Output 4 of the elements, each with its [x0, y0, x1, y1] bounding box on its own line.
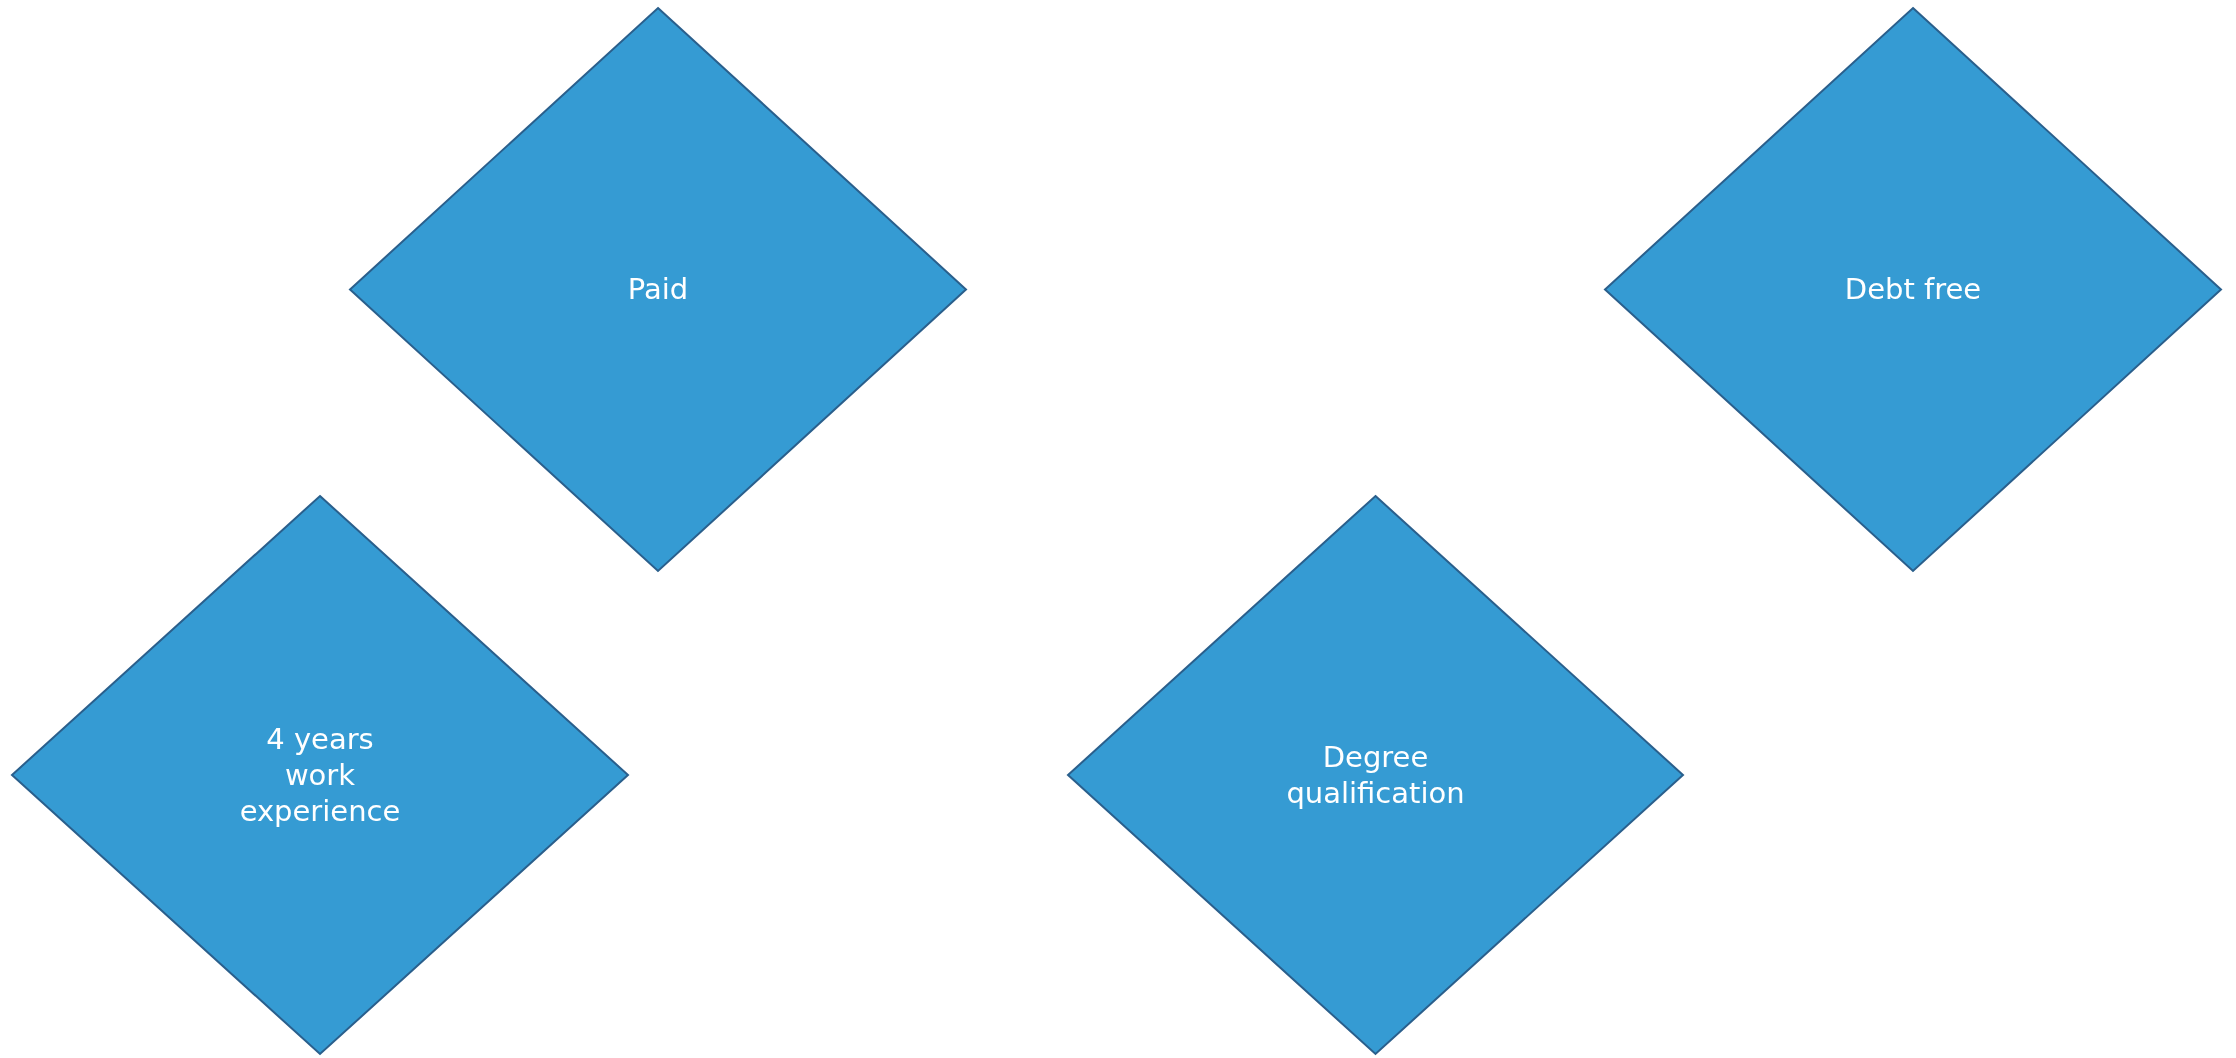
diamond-label: Debt free	[1843, 271, 1983, 308]
diamond-label: 4 years work experience	[238, 720, 402, 830]
diamond-label: Paid	[626, 271, 690, 308]
diamond-label: Degree qualification	[1285, 738, 1466, 812]
